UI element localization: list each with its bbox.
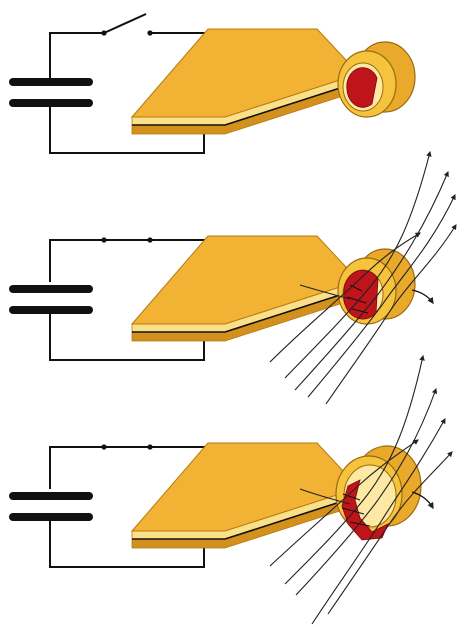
panel-1	[9, 13, 416, 154]
battery	[9, 78, 93, 107]
magnetic-field-lines	[269, 150, 457, 405]
coil-ring	[337, 41, 416, 118]
switch-closed	[101, 444, 153, 450]
magnetic-field-lines	[269, 354, 453, 625]
capacitor-plate	[130, 235, 347, 342]
switch-open	[101, 13, 153, 36]
current-arrow	[411, 289, 434, 305]
panel-3	[9, 354, 453, 625]
switch-closed	[101, 237, 153, 243]
battery	[9, 492, 93, 521]
panel-2	[9, 150, 457, 405]
capacitor-plate	[130, 442, 347, 549]
battery	[9, 285, 93, 314]
capacitor-plate	[130, 28, 347, 135]
